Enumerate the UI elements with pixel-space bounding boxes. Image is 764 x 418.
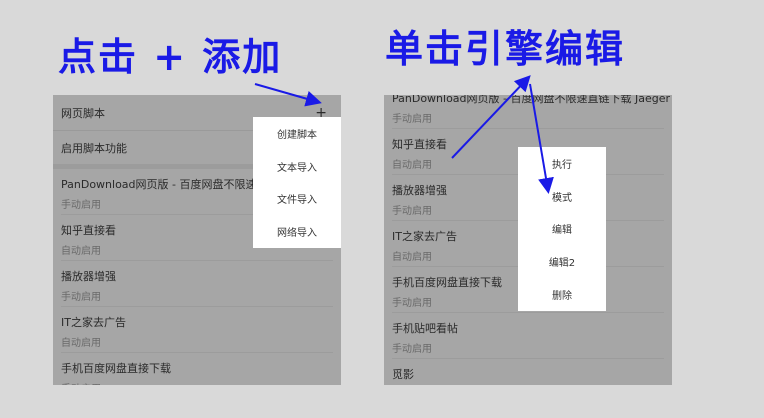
script-menu: 执行 模式 编辑 编辑2 删除	[518, 147, 606, 311]
menu-create-script[interactable]: 创建脚本	[277, 129, 317, 141]
script-item[interactable]: 手机贴吧看帖手动启用	[392, 313, 664, 359]
menu-delete[interactable]: 删除	[552, 291, 572, 303]
script-title: 手机百度网盘直接下载	[61, 362, 171, 375]
header: 网页脚本 +	[53, 95, 341, 131]
menu-edit2[interactable]: 编辑2	[548, 258, 576, 270]
script-title: IT之家去广告	[61, 316, 126, 329]
script-item[interactable]: IT之家去广告自动启用	[61, 307, 333, 353]
script-status: 手动启用	[392, 344, 432, 355]
script-item[interactable]: 手机百度网盘直接下载手动启用	[392, 267, 664, 313]
script-title: 知乎直接看	[61, 224, 116, 237]
script-title: 播放器增强	[392, 184, 447, 197]
script-title: 手机贴吧看帖	[392, 322, 458, 335]
menu-mode[interactable]: 模式	[552, 192, 572, 204]
menu-network-import[interactable]: 网络导入	[277, 228, 317, 240]
script-status: 手动启用	[392, 206, 432, 217]
arrow-to-menu	[529, 83, 554, 194]
script-title: PanDownload网页版 - 百度网盘不限速直链下载 Jaeger	[392, 95, 671, 105]
script-status: 手动启用	[392, 114, 432, 125]
script-title: 播放器增强	[61, 270, 116, 283]
menu-text-import[interactable]: 文本导入	[277, 162, 317, 174]
script-title: 知乎直接看	[392, 138, 447, 151]
script-status: 自动启用	[61, 338, 101, 349]
script-status: 手动启用	[61, 200, 101, 211]
page-title: 网页脚本	[61, 106, 105, 120]
annotation-right: 单击引擎编辑	[385, 27, 626, 71]
add-button[interactable]: +	[315, 104, 327, 121]
script-title: 手机百度网盘直接下载	[392, 276, 502, 289]
script-item[interactable]: 播放器增强手动启用	[61, 261, 333, 307]
enable-scripts-toggle[interactable]: 启用脚本功能	[53, 131, 341, 169]
script-item[interactable]: PanDownload网页版 - 百度网盘不限速直链下载 Jaeger 手动启用	[392, 95, 671, 129]
script-status: 自动启用	[392, 160, 432, 171]
script-status: 自动启用	[392, 252, 432, 263]
add-menu: 创建脚本 文本导入 文件导入 网络导入	[253, 117, 341, 248]
menu-run[interactable]: 执行	[552, 159, 572, 171]
arrow-from-item	[451, 75, 531, 159]
annotation-left: 点击 + 添加	[58, 35, 283, 79]
menu-edit[interactable]: 编辑	[552, 225, 572, 237]
script-status: 手动启用	[61, 292, 101, 303]
arrow-to-add	[254, 83, 322, 107]
script-item[interactable]: 觅影手动启用	[392, 359, 664, 385]
script-item[interactable]: 知乎直接看自动启用	[61, 215, 333, 261]
script-title: IT之家去广告	[392, 230, 457, 243]
script-status: 手动启用	[392, 298, 432, 309]
script-status: 自动启用	[61, 246, 101, 257]
left-screen: 网页脚本 + 启用脚本功能 PanDownload网页版 - 百度网盘不限速直链…	[53, 95, 341, 385]
script-status: 手动启用	[61, 380, 333, 385]
script-title: 觅影	[392, 368, 414, 381]
menu-file-import[interactable]: 文件导入	[277, 195, 317, 207]
